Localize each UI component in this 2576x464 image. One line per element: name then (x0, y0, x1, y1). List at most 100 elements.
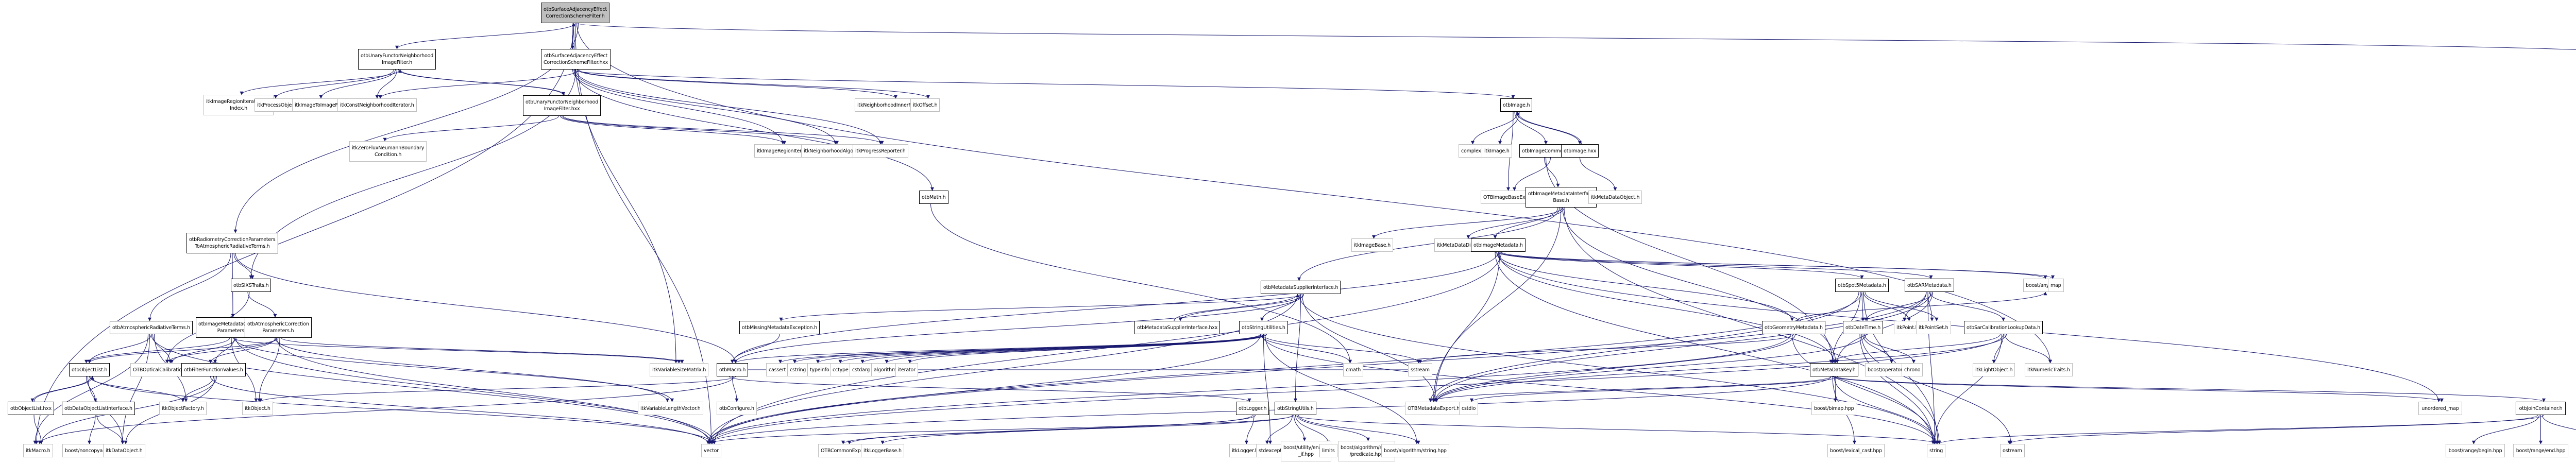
graph-node-itkmdo: itkMetaDataObject.h (1588, 191, 1642, 204)
graph-node-otbscld[interactable]: otbSarCalibrationLookupData.h (1964, 321, 2043, 334)
edge-root-to-itkVSM (572, 23, 678, 364)
graph-node-otbstringutils[interactable]: otbStringUtils.h (1275, 402, 1316, 415)
graph-node-typeinfo: typeinfo (807, 363, 832, 376)
graph-node-itkoffset: itkOffset.h (910, 98, 940, 112)
graph-node-unary-h[interactable]: otbUnaryFunctorNeighborhood ImageFilter.… (358, 49, 436, 70)
graph-node-otbacp[interactable]: otbAtmosphericCorrection Parameters.h (245, 317, 312, 338)
graph-node-otbmath[interactable]: otbMath.h (919, 191, 948, 204)
graph-node-itkpr: itkProgressReporter.h (853, 144, 908, 158)
edge-hxx-to-otbMath (574, 69, 934, 191)
graph-node-otbjoincontainer[interactable]: otbJoinContainer.h (2516, 402, 2566, 415)
edge-otbGeometryMetadata-to-boost_any (1797, 291, 2047, 321)
graph-node-unary-hxx[interactable]: otbUnaryFunctorNeighborhood ImageFilter.… (523, 95, 601, 116)
graph-node-cstdarg: cstdarg (850, 363, 873, 376)
edge-hxx-to-itkNA (574, 69, 837, 145)
edge-otbObjectList-to-itkObjectFactory (89, 376, 185, 402)
edge-unary_hxx-to-itkZFNBC (383, 115, 559, 142)
edge-otbSpot5-to-OTBMetadataExport (1429, 291, 1859, 402)
edge-otbSAR-to-itkPoint (1903, 291, 1927, 321)
graph-node-otbsixstraits[interactable]: otbSIXSTraits.h (231, 279, 272, 292)
edge-otbSpot5-to-itkPoint (1863, 291, 1911, 321)
edge-otbFFV-to-vector (210, 376, 710, 444)
graph-node-stdexcept: stdexcept (1256, 444, 1284, 457)
graph-node-hxx[interactable]: otbSurfaceAdjacencyEffect CorrectionSche… (541, 49, 611, 70)
edge-otbImage-to-complex (1471, 111, 1518, 145)
edge-otbMacro-to-itkObject (259, 376, 736, 402)
edge-otbStringUtilities-to-cmath (1260, 334, 1352, 364)
graph-node-otbmacro[interactable]: otbMacro.h (717, 363, 749, 376)
graph-node-boost-range-begin: boost/range/begin.hpp (2446, 444, 2505, 457)
graph-node-root[interactable]: otbSurfaceAdjacencyEffect CorrectionSche… (541, 3, 609, 23)
graph-node-otbmetadatakey[interactable]: otbMetaDataKey.h (1810, 363, 1858, 376)
graph-node-itkpointset: itkPointSet.h (1916, 321, 1951, 334)
edge-otbIMIB-to-string (1564, 207, 1941, 444)
graph-node-itkcni: itkConstNeighborhoodIterator.h (337, 98, 417, 112)
edge-unary_hxx-to-itkPR (563, 115, 884, 145)
graph-node-otbimage-hxx[interactable]: otbImage.hxx (1561, 144, 1599, 158)
graph-node-otbspot5[interactable]: otbSpot5Metadata.h (1835, 279, 1889, 292)
graph-node-otbdoli[interactable]: otbDataObjectListInterface.h (62, 402, 135, 415)
graph-node-cmath: cmath (1343, 363, 1364, 376)
edge-hxx-to-itkIRI (572, 69, 785, 145)
edge-otbRCPTART-to-otbAtmRT (148, 253, 231, 321)
edge-otbDateTime-to-OTBMetadataExport (1435, 334, 1867, 402)
graph-node-itkobject: itkObject.h (242, 402, 273, 415)
edge-otbImageMetadata-to-otbMacro (731, 251, 1499, 364)
edge-otbObjectList_hxx-to-itkMacro (33, 415, 43, 444)
graph-node-otbrcptart[interactable]: otbRadiometryCorrectionParameters ToAtmo… (187, 233, 278, 253)
edge-otbSCLD-to-OTBMetadataExport (1435, 334, 2007, 402)
edge-otbACP-to-vector (276, 337, 711, 444)
edge-otbStringUtilities-to-sstream (1262, 334, 1420, 364)
graph-node-boost-lexical-cast: boost/lexical_cast.hpp (1827, 444, 1885, 457)
edge-root-to-iomanip (577, 23, 2576, 50)
edge-otbMacro-to-itkMacro (38, 376, 734, 444)
graph-node-otbobjectlist-hxx[interactable]: otbObjectList.hxx (8, 402, 54, 415)
graph-node-otbffv[interactable]: otbFilterFunctionValues.h (181, 363, 246, 376)
edge-otbImageMetadata-to-otbGeometryMetadata (1496, 251, 1794, 321)
graph-node-otbstringutilities[interactable]: otbStringUtilities.h (1239, 321, 1288, 334)
edge-hxx-to-otbImage (572, 69, 1515, 99)
edge-otbSCLD-to-itkNumericTraits (2005, 334, 2052, 364)
edge-otbStringUtilities-to-otbMacro (734, 334, 1267, 364)
graph-node-otblogger[interactable]: otbLogger.h (1236, 402, 1269, 415)
graph-node-map: map (2048, 279, 2064, 292)
edge-root-to-unary_h (395, 23, 575, 49)
edge-otbImageMetadata-to-string (1495, 251, 1935, 444)
edge-otbIMCP-to-OTBOCE (170, 337, 236, 364)
graph-node-itkimagebase: itkImageBase.h (1351, 238, 1393, 252)
edge-otbMSI-to-otbMacro (734, 294, 1304, 364)
graph-node-otbmme[interactable]: otbMissingMetadataException.h (739, 321, 820, 334)
edge-otbStringUtils-to-stdexcept (1265, 415, 1293, 444)
edge-otbJoinContainer-to-ostream (2007, 415, 2538, 444)
edge-otbStringUtilities-to-algorithm (885, 334, 1265, 364)
edge-otbDateTime-to-ostream (1861, 334, 2013, 444)
graph-node-otbsar[interactable]: otbSARMetadata.h (1905, 279, 1954, 292)
graph-node-itkimage: itkImage.h (1482, 144, 1512, 158)
edge-otbSpot5-to-itkPointSet (1865, 291, 1939, 321)
graph-node-otbmsi[interactable]: otbMetadataSupplierInterface.h (1261, 281, 1341, 294)
graph-node-itkvlv: itkVariableLengthVector.h (638, 402, 703, 415)
graph-node-otbdatetime[interactable]: otbDateTime.h (1843, 321, 1883, 334)
edge-otbMetaDataKey-to-vector (706, 376, 1832, 444)
edge-otbGeometryMetadata-to-OTBMetadataExport (1433, 334, 1795, 402)
graph-node-otbgeometrymetadata[interactable]: otbGeometryMetadata.h (1762, 321, 1825, 334)
graph-node-otbimagemetadata[interactable]: otbImageMetadata.h (1471, 238, 1526, 252)
graph-node-otbimage[interactable]: otbImage.h (1500, 98, 1533, 112)
graph-node-vector: vector (701, 444, 721, 457)
edge-otbMSI-to-otbMME (779, 294, 1302, 321)
edge-otbMSI-to-otbStringUtilities (1260, 294, 1299, 321)
graph-node-otbimib[interactable]: otbImageMetadataInterface Base.h (1526, 187, 1597, 208)
edge-otbSAR-to-otbSCLD (1929, 291, 2005, 321)
graph-node-otbatmrt[interactable]: otbAtmosphericRadiativeTerms.h (110, 321, 193, 334)
edge-otbMetaDataKey-to-string (1834, 376, 1938, 444)
edge-otbImageCommons-to-otbIMIB (1544, 157, 1560, 187)
edge-otbObjectList_hxx-to-otbObjectList (33, 376, 94, 402)
edge-otbSAR-to-OTBMetadataExport (1433, 291, 1931, 402)
graph-node-otbmsi-hxx[interactable]: otbMetadataSupplierInterface.hxx (1134, 321, 1221, 334)
graph-node-chrono: chrono (1902, 363, 1923, 376)
graph-node-otbobjectlist[interactable]: otbObjectList.h (69, 363, 110, 376)
graph-node-cstring: cstring (787, 363, 809, 376)
edge-unary_hxx-to-unary_h (398, 69, 565, 96)
edge-hxx-to-itkOffset (579, 69, 930, 99)
edge-otbDateTime-to-chrono (1864, 334, 1916, 364)
